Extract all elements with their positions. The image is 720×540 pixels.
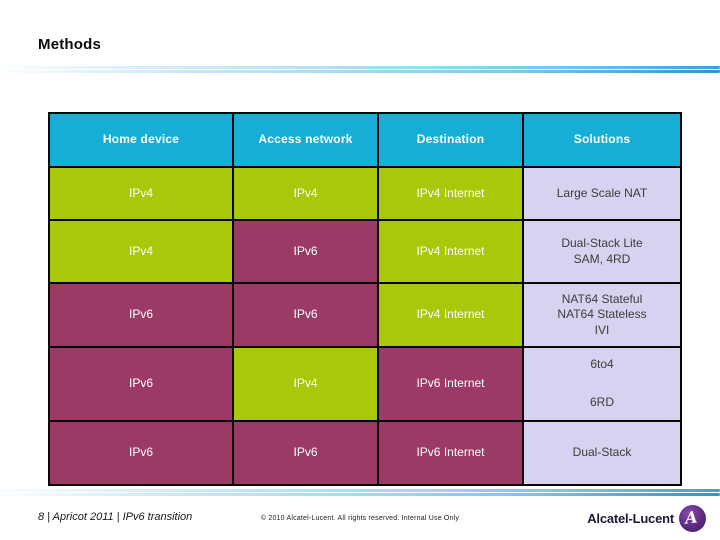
cell-home-device: IPv4 — [48, 219, 234, 284]
alcatel-lucent-logo-icon: A — [679, 504, 706, 532]
cell-solutions: Large Scale NAT — [522, 166, 682, 221]
cell-home-device: IPv6 — [48, 420, 234, 486]
logo-letter: A — [684, 506, 699, 528]
cell-access-network: IPv6 — [232, 219, 379, 284]
alcatel-lucent-logo-text: Alcatel-Lucent — [587, 510, 674, 526]
top-divider-swoosh — [0, 66, 720, 75]
cell-home-device: IPv4 — [48, 166, 234, 221]
bottom-divider-swoosh — [0, 489, 720, 498]
cell-solutions: NAT64 Stateful NAT64 Stateless IVI — [522, 282, 682, 348]
cell-destination: IPv4 Internet — [377, 219, 524, 284]
solution-line: IVI — [594, 322, 610, 337]
cell-access-network: IPv4 — [232, 346, 379, 422]
cell-access-network: IPv4 — [232, 166, 379, 221]
cell-destination: IPv6 Internet — [377, 346, 524, 422]
table-row: IPv4 IPv6 IPv4 Internet Dual-Stack Lite … — [48, 219, 682, 284]
cell-destination: IPv4 Internet — [377, 282, 524, 348]
header-access-network: Access network — [232, 112, 379, 168]
cell-access-network: IPv6 — [232, 420, 379, 486]
alcatel-lucent-logo: Alcatel-Lucent A — [587, 503, 706, 533]
solution-line: Dual-Stack — [572, 445, 632, 460]
table-row: IPv4 IPv4 IPv4 Internet Large Scale NAT — [48, 166, 682, 221]
cell-home-device: IPv6 — [48, 282, 234, 348]
solution-line: SAM, 4RD — [573, 251, 631, 266]
solution-line: Large Scale NAT — [556, 185, 648, 200]
solution-line: 6RD — [589, 395, 614, 409]
solution-line: NAT64 Stateless — [557, 307, 647, 322]
solution-line: Dual-Stack Lite — [561, 235, 643, 250]
header-home-device: Home device — [48, 112, 234, 168]
cell-solutions: Dual-Stack — [522, 420, 682, 486]
cell-solutions: 6to4 6RD — [522, 346, 682, 422]
table-row: IPv6 IPv6 IPv6 Internet Dual-Stack — [48, 420, 682, 486]
solution-line: 6to4 — [590, 357, 614, 372]
table-header-row: Home device Access network Destination S… — [48, 112, 682, 168]
header-solutions: Solutions — [522, 112, 682, 168]
footer-copyright: © 2010 Alcatel-Lucent. All rights reserv… — [260, 515, 460, 522]
cell-destination: IPv4 Internet — [377, 166, 524, 221]
cell-access-network: IPv6 — [232, 282, 379, 348]
cell-destination: IPv6 Internet — [377, 420, 524, 486]
table-row: IPv6 IPv6 IPv4 Internet NAT64 Stateful N… — [48, 282, 682, 348]
table-row: IPv6 IPv4 IPv6 Internet 6to4 6RD — [48, 346, 682, 422]
footer-page-info: 8 | Apricot 2011 | IPv6 transition — [38, 511, 193, 523]
methods-table: Home device Access network Destination S… — [48, 112, 682, 486]
page-title: Methods — [38, 36, 102, 53]
cell-solutions: Dual-Stack Lite SAM, 4RD — [522, 219, 682, 284]
cell-home-device: IPv6 — [48, 346, 234, 422]
header-destination: Destination — [377, 112, 524, 168]
solution-line: NAT64 Stateful — [561, 291, 643, 306]
